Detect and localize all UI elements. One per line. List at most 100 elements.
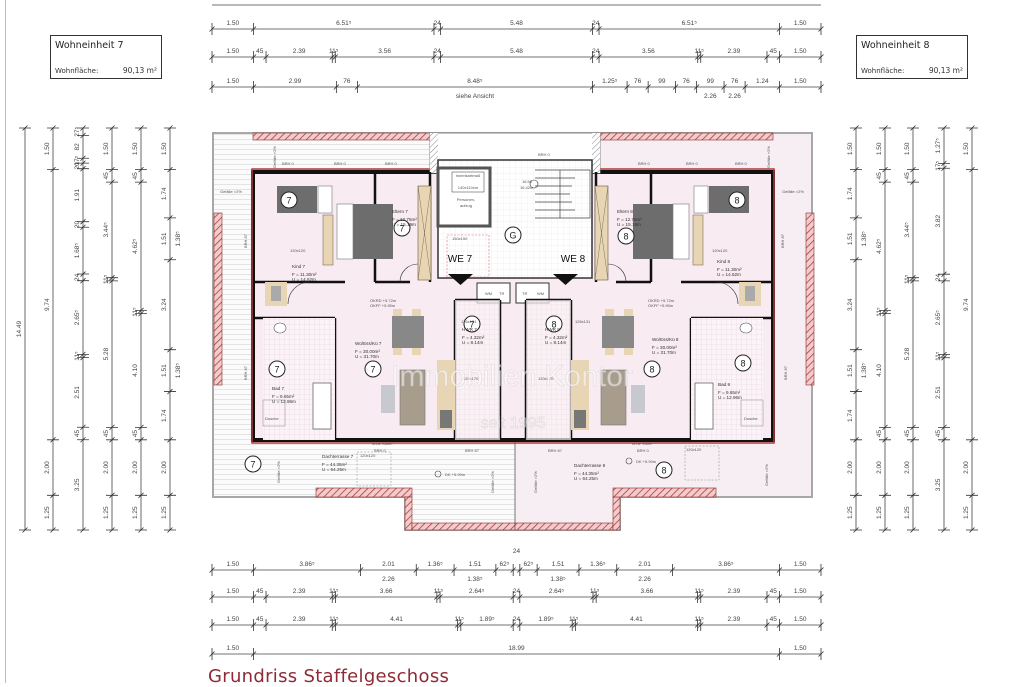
dimension-tick xyxy=(764,51,770,63)
parapet-top-left xyxy=(252,132,431,141)
slope-note: Gefälle >2% xyxy=(764,464,769,486)
dimension-tick xyxy=(907,437,919,443)
dimension-label: 1.50 xyxy=(794,616,807,623)
dimension-label: 1.51 xyxy=(847,232,854,245)
stair-level-marker xyxy=(529,179,539,189)
unit-7-area-label: Wohnfläche: xyxy=(55,67,99,75)
dimension-label: 1.68⁵ xyxy=(74,243,81,259)
dimension-label: 2.00 xyxy=(904,461,911,474)
pillow xyxy=(317,185,333,214)
dimension-label: 1.25 xyxy=(161,506,168,519)
room-perimeter: U = 14.62m xyxy=(292,277,316,282)
dimension-tick xyxy=(907,274,919,281)
dimension-label: 1.25 xyxy=(44,506,51,519)
door-swing[interactable] xyxy=(399,263,419,283)
door-swing[interactable] xyxy=(287,281,311,305)
slope-note: Gefälle >2% xyxy=(766,146,771,168)
dimension-label: 3.24 xyxy=(847,298,854,311)
brh-label: BRH 87 xyxy=(243,233,248,248)
room-name: Wo/Ess/Kü 7 xyxy=(355,341,382,346)
dimension-tick xyxy=(77,271,89,277)
dimension-label: 11⁵ xyxy=(569,616,579,623)
dimension-label: 1.50 xyxy=(794,20,807,27)
dimension-label: 17⁵ xyxy=(935,161,942,171)
parapet-top-right xyxy=(599,132,774,141)
dimension-label: 45 xyxy=(770,48,778,55)
dimension-tick xyxy=(458,619,464,631)
dimension-tick xyxy=(589,51,596,63)
dimension-tick xyxy=(672,81,679,93)
parapet-bottom-left-low xyxy=(411,522,516,531)
coffee-table xyxy=(381,385,395,413)
dimension-label: 11⁵ xyxy=(694,588,704,595)
bathtub[interactable] xyxy=(312,382,332,430)
turning-area-label: 120x120 xyxy=(360,453,376,458)
staircase[interactable] xyxy=(535,169,591,219)
dimension-label: 1.50 xyxy=(794,588,807,595)
turning-area-label: 120x170 xyxy=(463,376,479,381)
unit-number-circle xyxy=(463,315,481,333)
dimension-label: 3.25 xyxy=(74,478,81,491)
dimension-tick xyxy=(106,424,118,431)
dimension-label: 1.89⁵ xyxy=(538,616,554,623)
dimension-label: 4.41 xyxy=(630,616,643,623)
slope-note: Gefälle >2% xyxy=(272,146,277,168)
dimension-label: 1.50 xyxy=(794,561,807,568)
unit-number: 7 xyxy=(286,196,291,206)
dimension-label: 45 xyxy=(103,430,110,438)
dimension-tick xyxy=(879,424,891,431)
dimension-toplabel: 24 xyxy=(513,548,521,555)
dimension-tick xyxy=(332,591,339,603)
unit-number: 8 xyxy=(649,365,654,375)
core-wall-left xyxy=(430,133,438,173)
unit-number: 8 xyxy=(551,320,556,330)
dimension-tick xyxy=(77,165,89,172)
unit-number-circle xyxy=(545,315,563,333)
dimension-tick xyxy=(776,564,783,576)
dimension-tick xyxy=(77,155,89,162)
dimension-label: 45 xyxy=(876,172,883,180)
unit-number-circle xyxy=(244,455,262,473)
dimension-tick xyxy=(250,81,257,93)
dimension-label: 2.64⁵ xyxy=(469,588,485,595)
dimension-sublabel: siehe Ansicht xyxy=(456,93,494,100)
dimension-label: 3.44⁵ xyxy=(904,222,911,238)
dimension-tick xyxy=(907,492,919,499)
dimension-label: 2.01 xyxy=(638,561,651,568)
desk-top xyxy=(271,286,281,301)
dimension-label: 1.50 xyxy=(226,616,239,623)
dimension-label: 1.50 xyxy=(103,142,110,155)
dimension-label: 76 xyxy=(343,78,351,85)
dimension-tick xyxy=(966,125,978,131)
watermark: Immobilien Kontor seit 1995 xyxy=(391,360,633,433)
dimension-tick xyxy=(776,648,783,660)
dimension-tick xyxy=(413,564,420,576)
dimension-tick xyxy=(879,310,891,317)
dimension-tick xyxy=(77,527,89,533)
dimension-label: 11⁵ xyxy=(454,616,464,623)
dimension-tick xyxy=(938,437,950,443)
dimension-tick xyxy=(209,23,215,35)
dimension-tick xyxy=(263,591,269,603)
no-step-note: ohne Stufe! xyxy=(632,441,652,446)
dimension-label: 2.00 xyxy=(876,461,883,474)
dimension-label: 3.66 xyxy=(641,588,654,595)
dimension-tick xyxy=(697,51,704,63)
dimension-label: 5.28 xyxy=(103,347,110,360)
dimension-tick xyxy=(517,591,523,603)
shower-label: Dusche xyxy=(744,416,758,421)
dimension-tick xyxy=(329,619,336,631)
dimension-tick xyxy=(818,81,824,93)
dimension-label: 2.39 xyxy=(293,48,306,55)
dimension-tick xyxy=(694,619,701,631)
dimension-label: 1.50 xyxy=(226,588,239,595)
dimension-label: 11⁵ xyxy=(132,307,139,317)
dimension-tick xyxy=(776,81,783,93)
dimension-label: 76 xyxy=(682,78,690,85)
brh-label: BRH 87 xyxy=(243,365,248,380)
dimension-tick xyxy=(77,277,89,284)
dimension-tick xyxy=(589,81,596,93)
unit-number: 8 xyxy=(661,466,666,476)
dimension-label: 45 xyxy=(770,616,778,623)
